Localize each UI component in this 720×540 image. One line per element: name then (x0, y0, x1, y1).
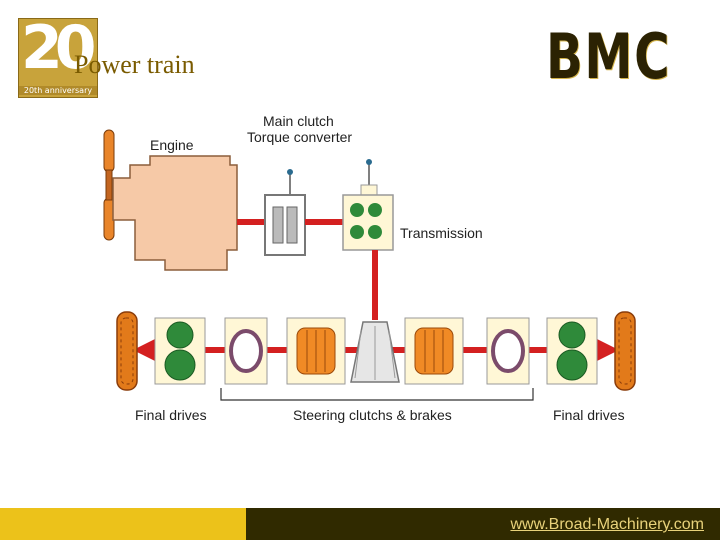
steering-label: Steering clutchs & brakes (293, 407, 452, 423)
logo-number: 20 (21, 13, 96, 83)
left-sprocket (116, 311, 138, 391)
website-link[interactable]: www.Broad-Machinery.com (510, 516, 704, 533)
logo-caption: 20th anniversary (19, 86, 97, 95)
final-drives-right-label: Final drives (553, 407, 625, 423)
final-drives-left-label: Final drives (135, 407, 207, 423)
right-final-drive (546, 317, 598, 385)
left-brake (224, 317, 268, 385)
anniversary-logo: 20 20th anniversary (18, 13, 98, 98)
footer-accent-bar (0, 508, 246, 540)
page-title: Power train (74, 50, 195, 79)
right-sprocket (614, 311, 636, 391)
clutch-label-line2: Torque converter (247, 129, 353, 145)
engine-label: Engine (150, 137, 194, 153)
left-steering-clutch (286, 317, 346, 385)
power-train-diagram: Engine Main clutch Torque converter Tran… (95, 100, 655, 440)
brand-logo: BMC (546, 20, 672, 93)
power-train-drawing (103, 129, 636, 401)
fan-icon (103, 129, 115, 241)
transmission-label: Transmission (400, 225, 483, 241)
transmission-box (342, 159, 394, 251)
bevel-gear (350, 321, 400, 383)
clutch-label-line1: Main clutch (263, 113, 334, 129)
steering-bracket (220, 388, 534, 401)
left-final-drive (154, 317, 206, 385)
right-brake (486, 317, 530, 385)
engine-block (112, 155, 238, 271)
right-steering-clutch (404, 317, 464, 385)
footer-bar: www.Broad-Machinery.com (246, 508, 720, 540)
main-clutch (264, 169, 306, 256)
